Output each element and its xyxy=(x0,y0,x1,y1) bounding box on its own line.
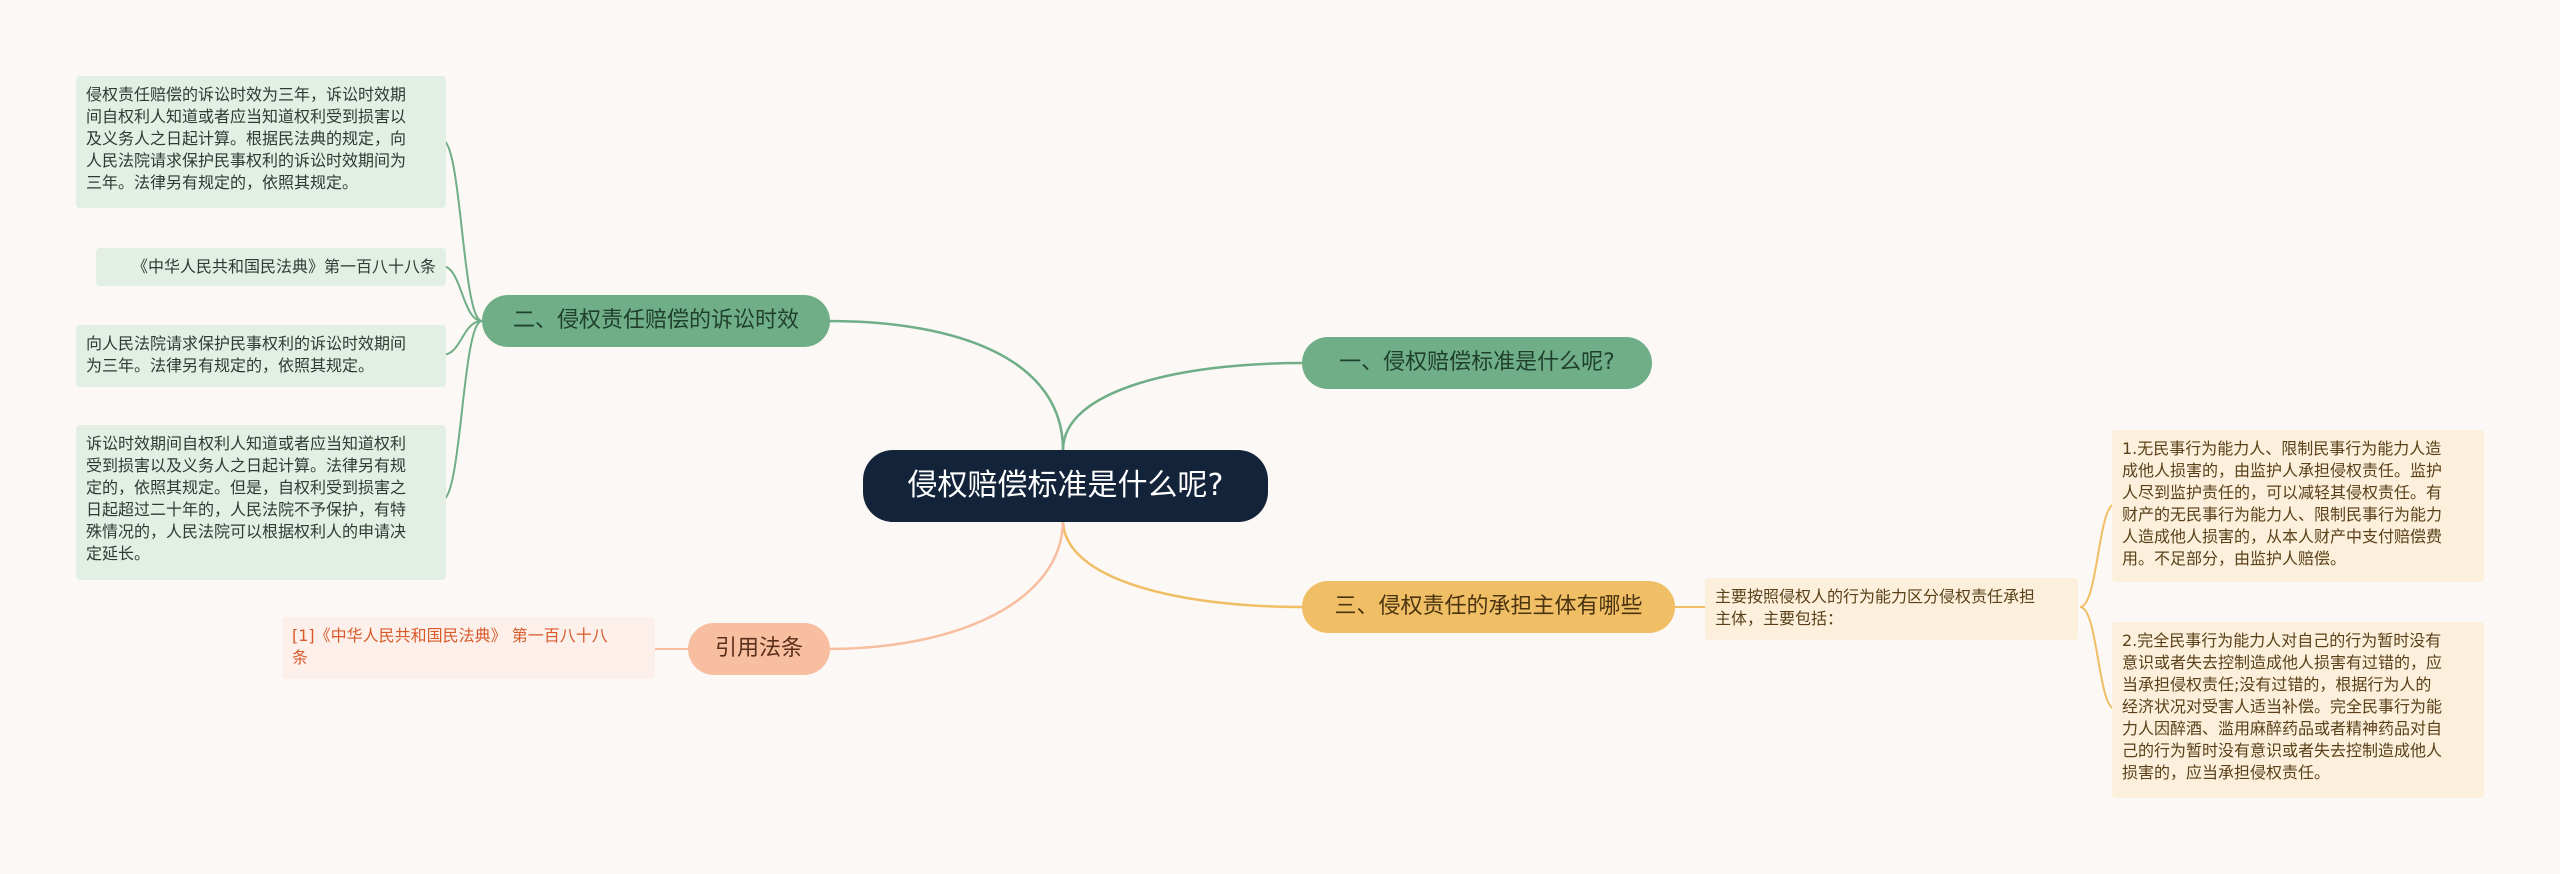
branch-1-node[interactable]: 一、侵权赔偿标准是什么呢? xyxy=(1302,337,1652,389)
branch-4-node[interactable]: 引用法条 xyxy=(688,623,830,675)
link-sub-leaf1 xyxy=(2079,503,2116,608)
link-root-branch4 xyxy=(827,519,1065,651)
branch-3-leaf-1: 1.无民事行为能力人、限制民事行为能力人造 成他人损害的，由监护人承担侵权责任。… xyxy=(2112,430,2484,582)
link-root-branch1 xyxy=(1061,361,1303,451)
link-sub-leaf2 xyxy=(2079,606,2116,710)
link-root-branch3 xyxy=(1061,519,1303,609)
branch-2-leaf-3: 向人民法院请求保护民事权利的诉讼时效期间 为三年。法律另有规定的，依照其规定。 xyxy=(76,325,446,387)
branch-2-leaf-1: 侵权责任赔偿的诉讼时效为三年，诉讼时效期 间自权利人知道或者应当知道权利受到损害… xyxy=(76,76,446,208)
link-branch2-leaf2 xyxy=(441,265,483,322)
branch-3-sub-node: 主要按照侵权人的行为能力区分侵权责任承担 主体，主要包括： xyxy=(1705,578,2078,640)
branch-2-leaf-4: 诉讼时效期间自权利人知道或者应当知道权利 受到损害以及义务人之日起计算。法律另有… xyxy=(76,425,446,580)
link-branch2-leaf3 xyxy=(441,320,483,356)
branch-2-node[interactable]: 二、侵权责任赔偿的诉讼时效 xyxy=(482,295,830,347)
branch-2-leaf-2: 《中华人民共和国民法典》第一百八十八条 xyxy=(96,248,446,286)
branch-3-leaf-2: 2.完全民事行为能力人对自己的行为暂时没有 意识或者失去控制造成他人损害有过错的… xyxy=(2112,622,2484,798)
link-branch2-leaf1 xyxy=(441,139,483,322)
branch-4-leaf-1: [1]《中华人民共和国民法典》 第一百八十八 条 xyxy=(282,617,655,679)
link-root-branch2 xyxy=(827,319,1065,451)
link-branch2-leaf4 xyxy=(441,320,483,501)
root-node[interactable]: 侵权赔偿标准是什么呢? xyxy=(863,450,1268,522)
branch-3-node[interactable]: 三、侵权责任的承担主体有哪些 xyxy=(1302,581,1675,633)
